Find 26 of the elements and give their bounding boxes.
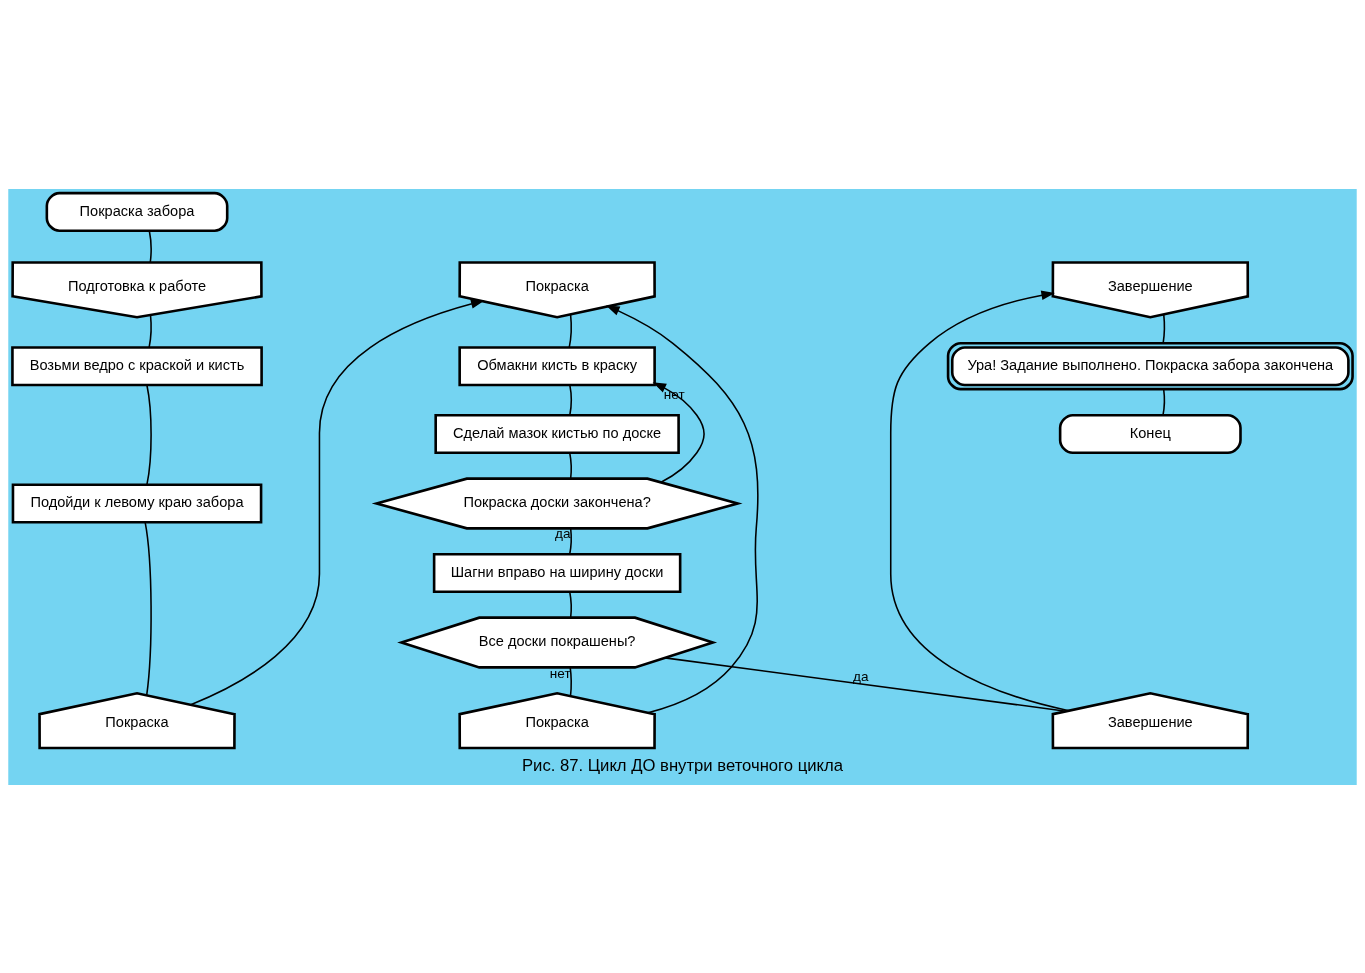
arrow bbox=[606, 304, 759, 713]
connector bbox=[569, 665, 572, 697]
arrow bbox=[889, 290, 1070, 711]
connector bbox=[568, 313, 572, 348]
node-box: Конец bbox=[1058, 413, 1242, 454]
arrow bbox=[652, 381, 705, 483]
connector bbox=[144, 521, 152, 696]
connector bbox=[569, 590, 572, 618]
node-box: Ура! Задание выполнено. Покраска забора закончена bbox=[946, 341, 1354, 390]
connector bbox=[146, 383, 152, 485]
caption: Рис. 87. Цикл ДО внутри веточного цикла bbox=[521, 755, 844, 775]
connector bbox=[664, 656, 1067, 712]
node-box: Сделай мазок кистью по доске bbox=[434, 413, 680, 454]
connector bbox=[569, 451, 572, 479]
connector bbox=[1162, 313, 1166, 344]
node-box: Шагни вправо на ширину доски bbox=[432, 552, 682, 593]
connector bbox=[569, 383, 572, 416]
node-box: Обмакни кисть в краску bbox=[458, 345, 656, 386]
node-box: Возьми ведро с краской и кисть bbox=[11, 345, 263, 386]
connector bbox=[148, 229, 152, 263]
connector bbox=[148, 313, 152, 348]
node-box: Подойди к левому краю забора bbox=[11, 482, 263, 524]
connector bbox=[1162, 388, 1166, 416]
edge-label: да bbox=[853, 668, 869, 684]
node-box: Покраска забора bbox=[45, 191, 229, 232]
arrow bbox=[190, 298, 485, 705]
